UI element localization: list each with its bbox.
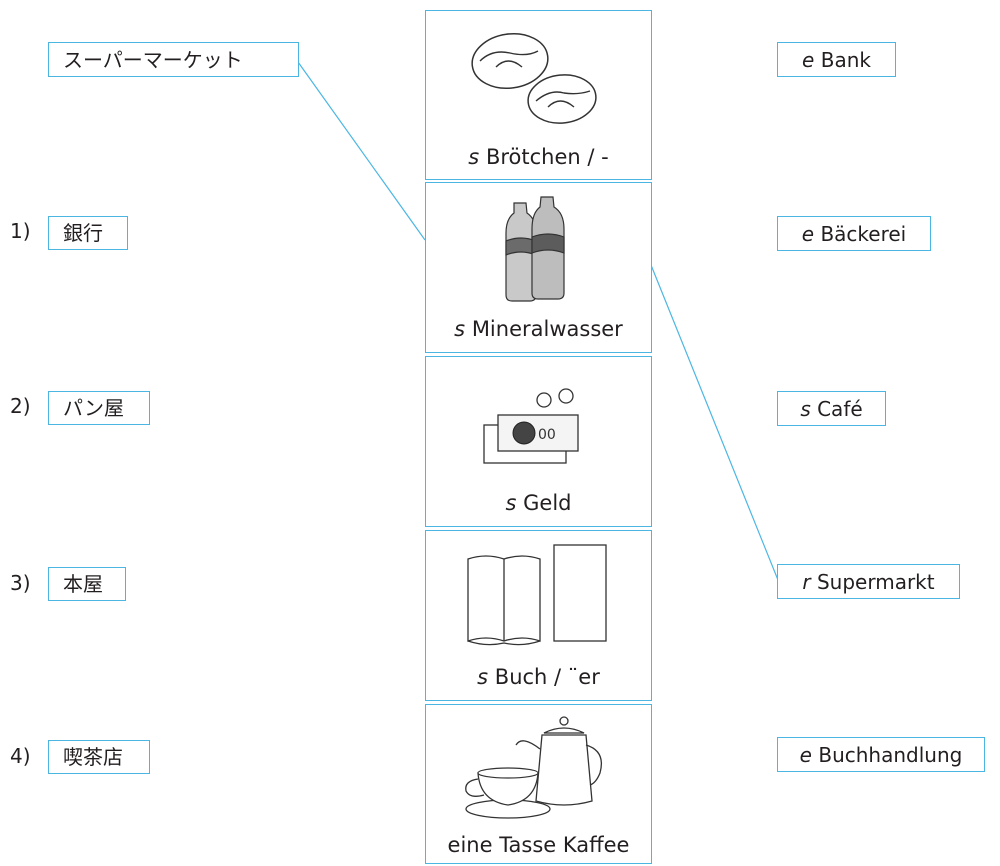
item-number-4: 4) [10, 744, 31, 768]
water-bottles-icon [505, 196, 565, 302]
coffee-pot-cup-icon [465, 716, 603, 819]
left-word-text-4: 喫茶店 [63, 745, 123, 769]
left-word-text-1: 銀行 [63, 221, 103, 245]
card-caption-buch: s Buch / ¨er [477, 665, 600, 689]
right-word-box-baeckerei[interactable]: e Bäckerei [777, 216, 931, 251]
item-number-2: 2) [10, 394, 31, 418]
picture-card-kaffee[interactable]: eine Tasse Kaffee [425, 704, 652, 864]
example-word-text: スーパーマーケット [63, 47, 243, 72]
card-caption-broetchen: s Brötchen / - [468, 145, 609, 169]
connector-example-to-mineralwasser [297, 61, 426, 241]
left-word-box-1[interactable]: 銀行 [48, 216, 128, 250]
card-caption-geld: s Geld [505, 491, 572, 515]
connector-mineralwasser-to-supermarkt [650, 264, 779, 581]
money-icon: 00 [483, 388, 579, 464]
picture-card-broetchen[interactable]: s Brötchen / - [425, 10, 652, 180]
left-word-box-4[interactable]: 喫茶店 [48, 740, 150, 774]
item-number-1: 1) [10, 219, 31, 243]
left-word-box-3[interactable]: 本屋 [48, 567, 126, 601]
item-number-3: 3) [10, 571, 31, 595]
svg-text:00: 00 [538, 427, 556, 443]
bread-rolls-icon [471, 32, 597, 124]
picture-card-mineralwasser[interactable]: s Mineralwasser [425, 182, 652, 353]
example-word-box: スーパーマーケット [48, 42, 299, 77]
left-word-text-2: パン屋 [63, 396, 124, 420]
left-word-box-2[interactable]: パン屋 [48, 391, 150, 425]
right-word-box-supermarkt[interactable]: r Supermarkt [777, 564, 960, 599]
right-word-box-bank[interactable]: e Bank [777, 42, 896, 77]
left-word-text-3: 本屋 [63, 572, 103, 596]
picture-card-geld[interactable]: 00 s Geld [425, 356, 652, 527]
right-word-box-buchhandlung[interactable]: e Buchhandlung [777, 737, 985, 772]
card-caption-kaffee: eine Tasse Kaffee [447, 833, 630, 857]
books-icon [467, 544, 607, 646]
card-caption-mineralwasser: s Mineralwasser [454, 317, 623, 341]
picture-card-buch[interactable]: s Buch / ¨er [425, 530, 652, 701]
right-word-box-cafe[interactable]: s Café [777, 391, 886, 426]
